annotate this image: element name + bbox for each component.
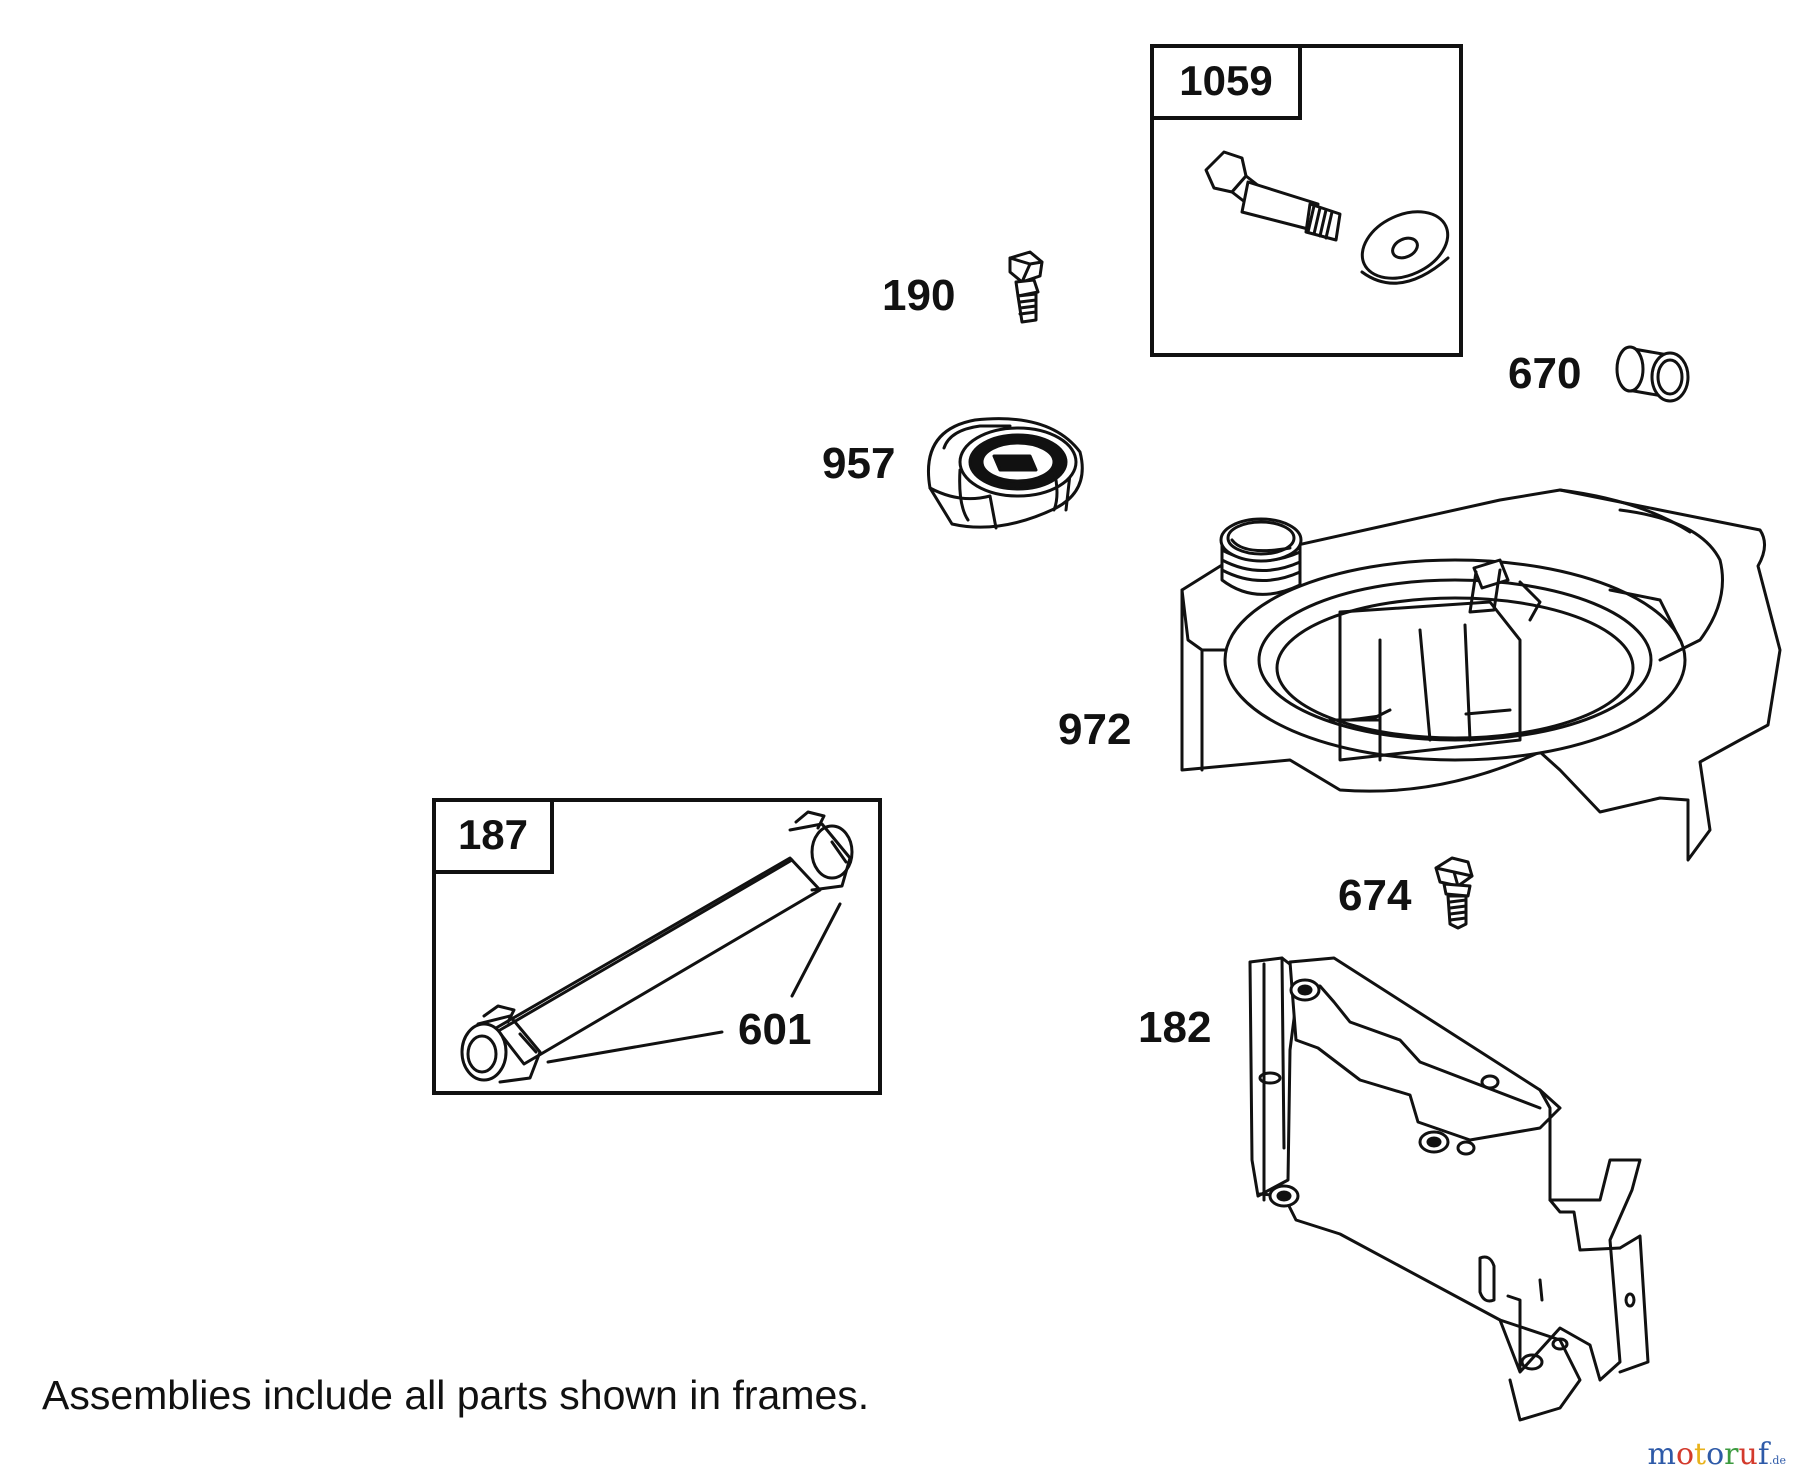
bushing-670-drawing [1615,345,1690,403]
fuel-cap-957-drawing [927,417,1084,530]
screw-674-drawing [1434,856,1474,930]
assembly-frame-1059: 1059 [1150,44,1463,357]
watermark-letter: f [1757,1437,1769,1472]
callout-190: 190 [882,271,956,320]
callout-670: 670 [1508,349,1582,398]
assembly-frame-187: 187 [432,798,882,1095]
bracket-182-drawing [1248,956,1650,1422]
watermark-letter: o [1706,1437,1725,1472]
shoulder-bolt-washer-drawing [1204,150,1450,285]
watermark-letter: t [1694,1437,1707,1472]
assemblies-footnote: Assemblies include all parts shown in fr… [42,1372,870,1418]
fuel-line-187-drawing [460,810,854,1084]
callout-972: 972 [1058,705,1132,754]
bolt-190-drawing [1008,250,1044,324]
frame-label-1059: 1059 [1154,48,1302,120]
motoruf-watermark-logo: motoruf.de [1648,1437,1786,1472]
frame-label-187: 187 [436,802,554,874]
watermark-letter: m [1647,1437,1676,1472]
watermark-letter: u [1738,1437,1758,1472]
callout-601: 601 [738,1005,812,1054]
watermark-suffix: .de [1768,1454,1786,1467]
callout-957: 957 [822,439,896,488]
callout-674: 674 [1338,871,1412,920]
watermark-letter: o [1675,1437,1695,1472]
watermark-letter: r [1724,1437,1739,1472]
fuel-tank-972-drawing [1180,488,1782,862]
callout-182: 182 [1138,1003,1212,1052]
